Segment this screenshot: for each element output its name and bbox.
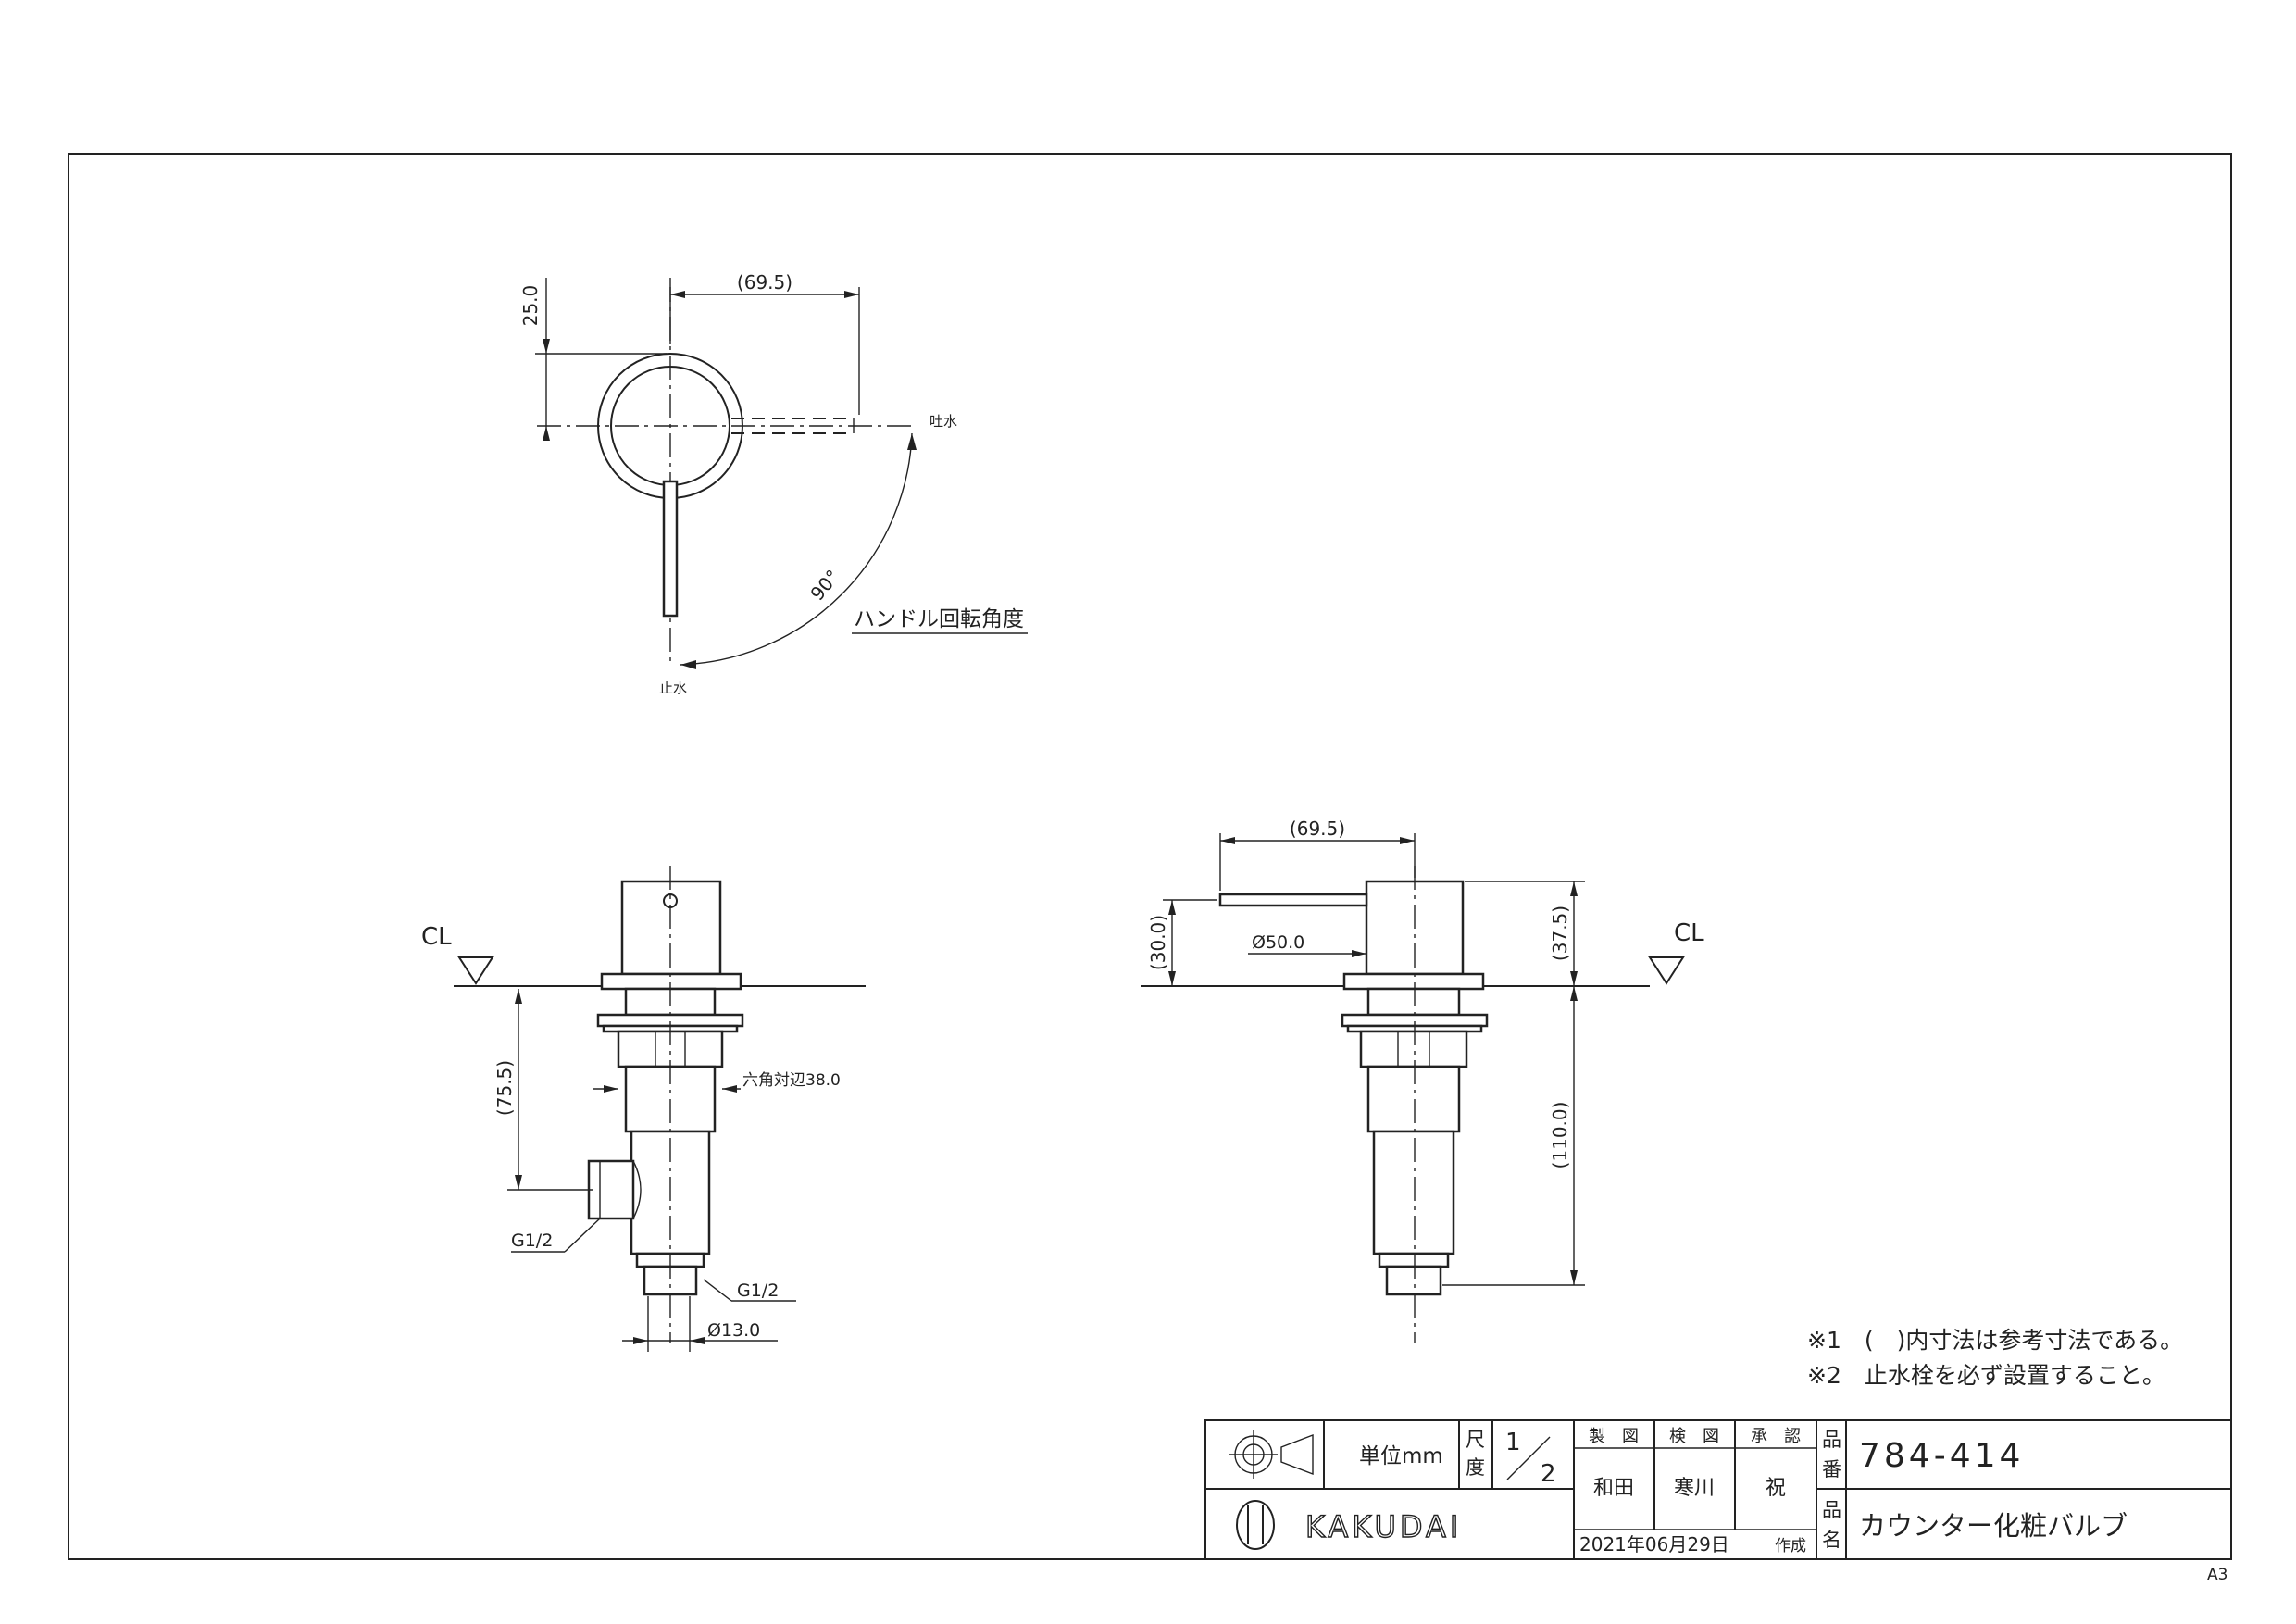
side-dim-bottom: (110.0): [1549, 1102, 1571, 1169]
sheet-border: [68, 153, 2232, 1560]
top-dim-width: (69.5): [737, 271, 792, 294]
title-block: 単位mm 尺 度 1 2 製 図 検 図 承 認 和田 寒川 祝 KAKUDAI…: [1204, 1419, 2232, 1560]
approved-label: 承 認: [1751, 1427, 1801, 1446]
label-spout: 吐水: [930, 413, 957, 430]
kakudai-logo-icon: [1236, 1500, 1275, 1550]
created-label: 作成: [1775, 1537, 1806, 1555]
side-view: CL (69.5) (30.0) Ø50.0: [1141, 818, 1704, 1343]
side-valve-body: [1372, 1130, 1455, 1255]
angle-label: 90°: [805, 566, 843, 606]
approved-by: 祝: [1766, 1477, 1786, 1500]
scale-denominator: 2: [1541, 1460, 1556, 1488]
name-label-2: 名: [1822, 1529, 1841, 1551]
part-no-label-1: 品: [1822, 1429, 1841, 1451]
date: 2021年06月29日: [1579, 1533, 1729, 1555]
part-number: 784-414: [1859, 1437, 2024, 1475]
name-label-1: 品: [1822, 1499, 1841, 1521]
front-view: CL (75.5): [421, 866, 866, 1352]
product-name: カウンター化粧バルブ: [1859, 1510, 2128, 1542]
handle-lever: [662, 480, 679, 618]
sheet-size: A3: [2207, 1566, 2227, 1584]
label-stop: 止水: [659, 680, 687, 696]
side-cl-label: CL: [1674, 919, 1704, 947]
rotation-label: ハンドル回転角度: [854, 607, 1024, 631]
brand-name: KAKUDAI: [1305, 1509, 1462, 1544]
front-dim-height: (75.5): [493, 1060, 516, 1116]
side-dim-width: (69.5): [1290, 818, 1345, 840]
front-cl-label: CL: [421, 923, 452, 951]
side-dim-top: (37.5): [1549, 906, 1571, 961]
top-dim-height: 25.0: [519, 285, 542, 327]
made-label: 製 図: [1589, 1427, 1639, 1446]
side-inlet: [587, 1159, 635, 1220]
top-view: (69.5) 25.0 吐水 止水 90° ハンドル回転角度: [519, 271, 1028, 696]
side-handle-lever: [1218, 893, 1368, 907]
note-1: ※1 ( )内寸法は参考寸法である。: [1807, 1327, 2183, 1354]
scale-numerator: 1: [1505, 1429, 1521, 1456]
thread-side-label: G1/2: [511, 1230, 553, 1251]
dia-bottom-label: Ø13.0: [707, 1320, 760, 1341]
checked-by: 寒川: [1674, 1477, 1715, 1500]
thread-bottom-label: G1/2: [737, 1280, 779, 1301]
scale-label-2: 度: [1466, 1456, 1485, 1479]
unit-label: 単位mm: [1359, 1444, 1443, 1468]
dia-body-label: Ø50.0: [1252, 932, 1304, 953]
rotation-arc: [680, 432, 913, 666]
hex-dim-label: 六角対辺38.0: [742, 1071, 841, 1090]
side-dim-handle: (30.0): [1147, 915, 1169, 970]
scale-label-1: 尺: [1466, 1429, 1485, 1451]
part-no-label-2: 番: [1822, 1458, 1841, 1480]
checked-label: 検 図: [1669, 1427, 1719, 1446]
made-by: 和田: [1593, 1477, 1634, 1500]
note-2: ※2 止水栓を必ず設置すること。: [1807, 1362, 2165, 1389]
